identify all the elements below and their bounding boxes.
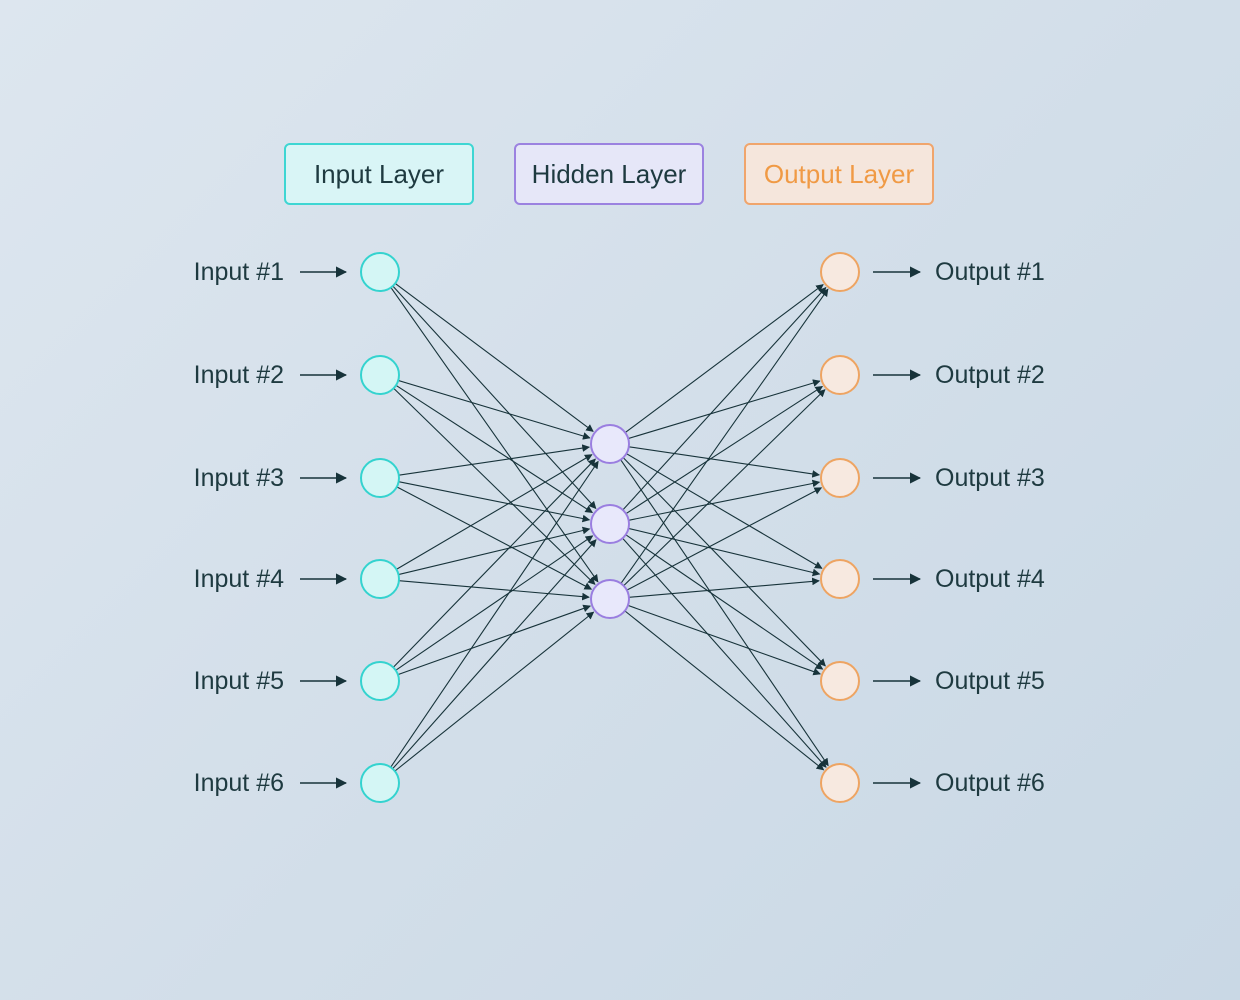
output-node-6 (820, 763, 860, 803)
edge-input-5-hidden-1 (392, 458, 596, 668)
edge-hidden-3-output-1 (620, 288, 829, 584)
edge-hidden-1-output-5 (622, 457, 826, 667)
hidden-layer-legend-label: Hidden Layer (531, 158, 687, 189)
hidden-node-1 (590, 424, 630, 464)
input-layer-legend-label: Input Layer (313, 158, 445, 189)
edge-hidden-1-output-2 (628, 379, 821, 440)
edge-hidden-3-output-3 (626, 487, 823, 591)
edge-input-5-hidden-3 (397, 604, 591, 676)
edge-hidden-3-output-2 (623, 389, 826, 587)
edge-input-4-hidden-1 (396, 454, 593, 570)
edge-input-4-hidden-3 (398, 580, 590, 601)
edge-hidden-2-output-4 (628, 527, 821, 577)
output-label: Output #4 (935, 565, 1045, 593)
input-node-4 (360, 559, 400, 599)
edge-input-2-hidden-3 (393, 387, 596, 585)
hidden-layer-legend: Hidden Layer (514, 143, 704, 205)
input-label: Input #2 (193, 361, 284, 389)
output-node-1 (820, 252, 860, 292)
edge-input-3-hidden-2 (398, 481, 591, 523)
input-label: Input #1 (193, 258, 284, 286)
edge-input-1-hidden-3 (390, 287, 599, 583)
input-node-3 (360, 458, 400, 498)
input-label: Input #5 (193, 667, 284, 695)
input-node-1 (360, 252, 400, 292)
edge-input-4-hidden-2 (398, 526, 591, 576)
edge-hidden-2-output-2 (625, 385, 824, 515)
output-layer-legend: Output Layer (744, 143, 934, 205)
output-label: Output #6 (935, 769, 1045, 797)
io-arrows-group (300, 266, 922, 789)
edge-input-6-hidden-2 (392, 539, 597, 770)
connections-group (390, 282, 829, 772)
input-node-5 (360, 661, 400, 701)
nodes-group (360, 252, 860, 803)
hidden-node-3 (590, 579, 630, 619)
edge-input-2-hidden-2 (395, 384, 594, 514)
output-node-4 (820, 559, 860, 599)
edge-input-3-hidden-1 (398, 444, 590, 476)
output-label: Output #1 (935, 258, 1045, 286)
edge-input-2-hidden-1 (398, 379, 591, 440)
edge-hidden-1-output-1 (624, 284, 824, 434)
hidden-node-2 (590, 504, 630, 544)
edge-input-3-hidden-3 (396, 486, 593, 590)
input-label: Input #3 (193, 464, 284, 492)
input-label: Input #4 (193, 565, 284, 593)
edge-hidden-1-output-4 (626, 453, 823, 569)
edge-hidden-1-output-6 (620, 459, 829, 767)
output-label: Output #3 (935, 464, 1045, 492)
edge-hidden-2-output-1 (622, 286, 827, 511)
output-label: Output #5 (935, 667, 1045, 695)
edge-hidden-1-output-3 (628, 446, 820, 478)
edge-input-1-hidden-2 (392, 285, 597, 510)
input-node-2 (360, 355, 400, 395)
edge-input-6-hidden-3 (394, 611, 595, 772)
input-label: Input #6 (193, 769, 284, 797)
edge-hidden-2-output-3 (628, 479, 821, 521)
input-layer-legend: Input Layer (284, 143, 474, 205)
input-node-6 (360, 763, 400, 803)
output-node-2 (820, 355, 860, 395)
output-node-5 (820, 661, 860, 701)
output-label: Output #2 (935, 361, 1045, 389)
edge-input-1-hidden-1 (394, 282, 594, 432)
edge-input-6-hidden-1 (390, 460, 599, 768)
edge-input-5-hidden-2 (395, 535, 594, 671)
edge-hidden-3-output-4 (628, 577, 820, 598)
edge-hidden-3-output-6 (624, 610, 825, 771)
output-node-3 (820, 458, 860, 498)
edge-hidden-3-output-5 (627, 604, 821, 676)
edge-hidden-2-output-5 (625, 534, 824, 670)
output-layer-legend-label: Output Layer (763, 158, 915, 189)
edge-hidden-2-output-6 (622, 537, 827, 768)
